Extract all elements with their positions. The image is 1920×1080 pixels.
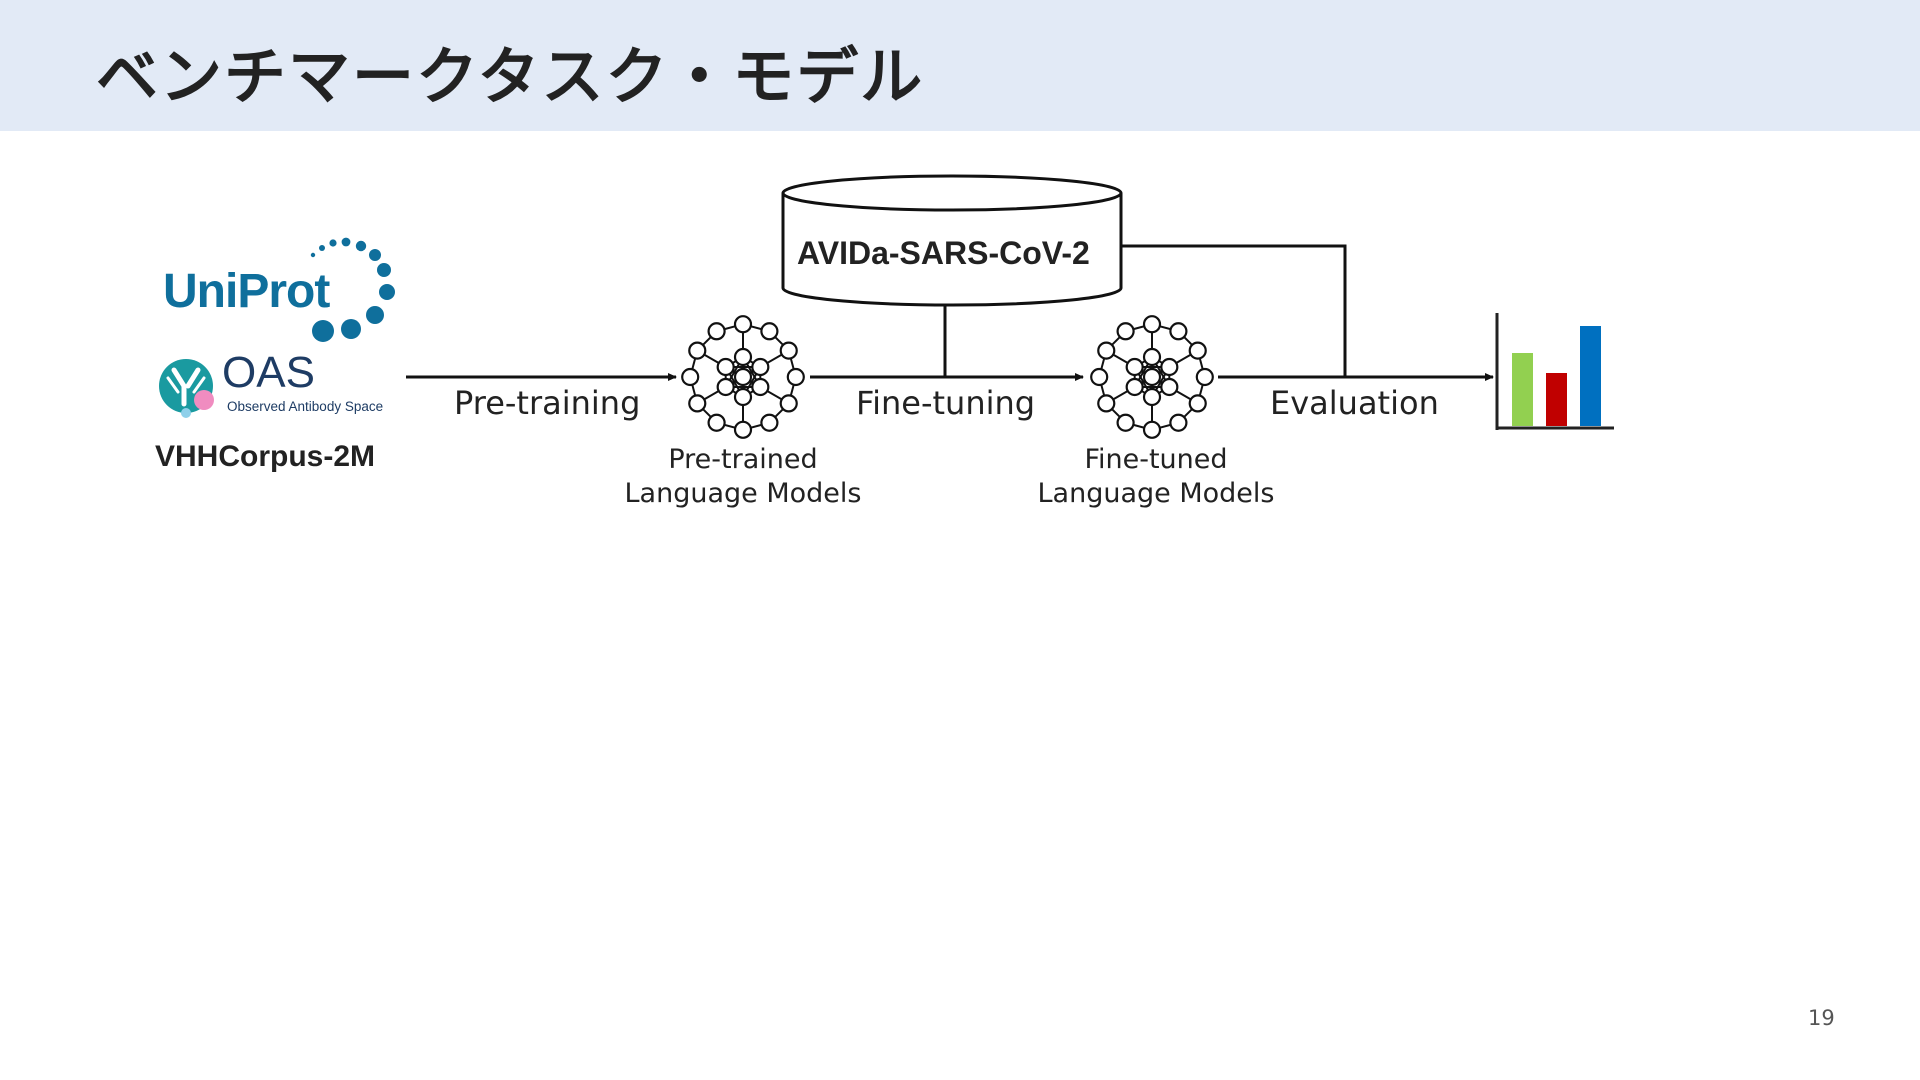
network-node xyxy=(1169,322,1188,341)
network-node xyxy=(1160,357,1179,377)
network-node xyxy=(733,420,753,439)
network-node xyxy=(760,322,779,341)
stage-finetuning: Fine-tuning xyxy=(856,384,1036,422)
network-node xyxy=(733,347,753,367)
network-node xyxy=(1116,322,1135,341)
corpus-name: VHHCorpus-2M xyxy=(155,440,376,473)
oas-logo-subtitle: Observed Antibody Space xyxy=(227,399,384,414)
database-cylinder-icon xyxy=(781,174,1123,307)
network-node xyxy=(733,315,753,334)
network-node xyxy=(733,387,753,407)
neural-network-icon-pretrained xyxy=(681,315,805,439)
network-node xyxy=(1142,367,1162,387)
network-node xyxy=(733,367,753,387)
network-node xyxy=(1142,315,1162,334)
uniprot-logo-dots xyxy=(310,237,395,342)
finetuned-label-line1: Fine-tuned xyxy=(1084,444,1228,475)
network-node xyxy=(1188,341,1207,360)
pretrained-label-line1: Pre-trained xyxy=(668,444,818,475)
network-node xyxy=(716,357,735,377)
slide-title: ベンチマークタスク・モデル xyxy=(96,40,925,113)
bar-chart-icon xyxy=(1495,313,1614,430)
network-node xyxy=(716,377,735,397)
bar-blue xyxy=(1580,326,1601,426)
network-node xyxy=(751,377,770,397)
network-node xyxy=(707,322,726,341)
database-to-evaluation-line xyxy=(1121,244,1347,377)
network-node xyxy=(779,394,798,413)
network-node xyxy=(1125,377,1144,397)
network-node xyxy=(1142,347,1162,367)
pretrained-models-label: Pre-trained Language Models xyxy=(603,443,883,511)
bar-green xyxy=(1512,353,1533,426)
network-node xyxy=(1195,367,1214,387)
network-node xyxy=(1090,367,1109,387)
oas-logo: OAS xyxy=(222,348,315,397)
title-bar xyxy=(0,0,1920,131)
stage-evaluation: Evaluation xyxy=(1270,384,1439,422)
network-node xyxy=(1142,387,1162,407)
finetuned-models-label: Fine-tuned Language Models xyxy=(1016,443,1296,511)
network-node xyxy=(751,357,770,377)
network-node xyxy=(1160,377,1179,397)
oas-antibody-icon xyxy=(159,359,214,418)
page-number: 19 xyxy=(1808,1006,1835,1030)
network-node xyxy=(779,341,798,360)
network-node xyxy=(1097,341,1116,360)
connectors xyxy=(406,244,1494,381)
finetuned-label-line2: Language Models xyxy=(1037,478,1275,509)
network-node xyxy=(688,394,707,413)
network-node xyxy=(1142,420,1162,439)
database-name: AVIDa-SARS-CoV-2 xyxy=(797,235,1090,271)
network-node xyxy=(681,367,700,387)
network-node xyxy=(760,413,779,432)
network-node xyxy=(1116,413,1135,432)
network-node xyxy=(786,367,805,387)
network-node xyxy=(688,341,707,360)
network-node xyxy=(1169,413,1188,432)
uniprot-logo: UniProt xyxy=(163,265,330,318)
stage-pretraining: Pre-training xyxy=(454,384,641,422)
bar-red xyxy=(1546,373,1567,426)
neural-network-icon-finetuned xyxy=(1090,315,1214,439)
pretrained-label-line2: Language Models xyxy=(624,478,862,509)
network-node xyxy=(707,413,726,432)
network-node xyxy=(1188,394,1207,413)
network-node xyxy=(1125,357,1144,377)
network-node xyxy=(1097,394,1116,413)
